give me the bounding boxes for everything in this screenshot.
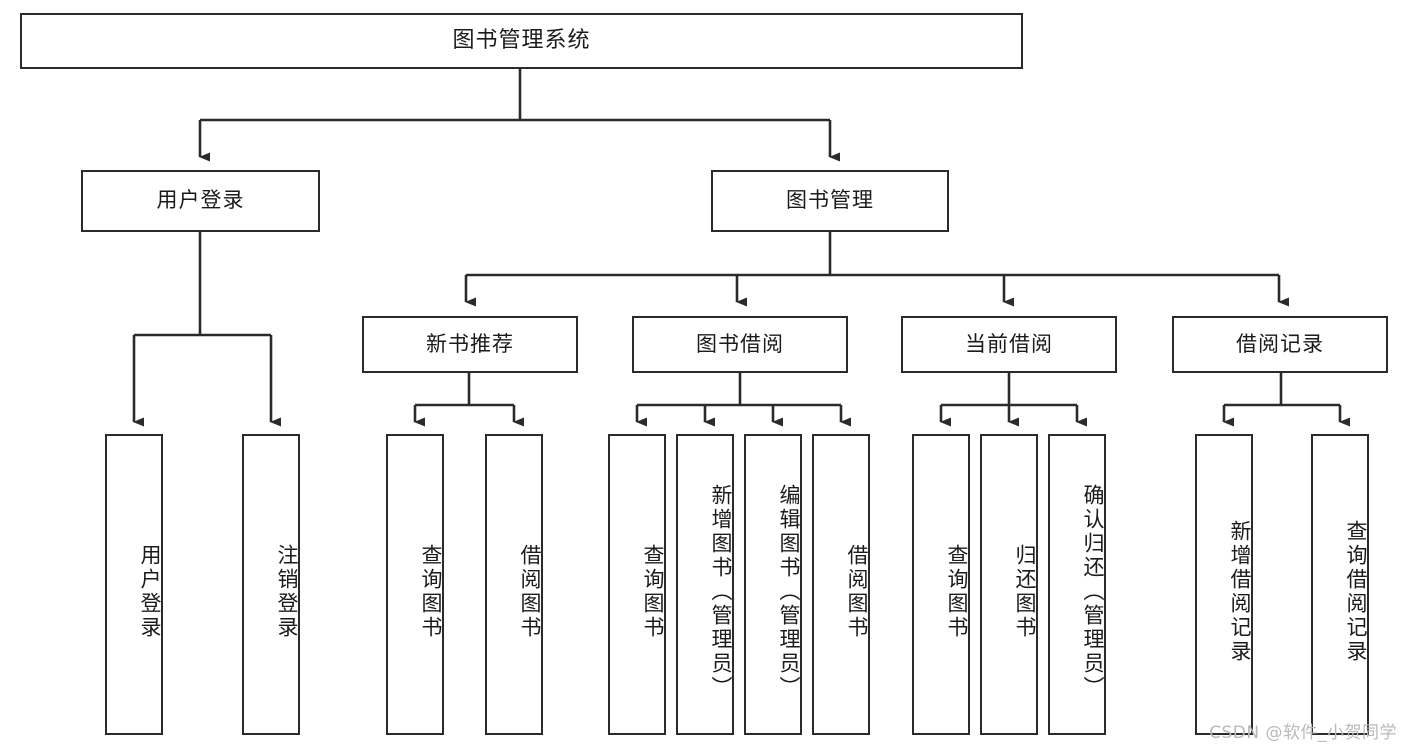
node-leaf-user-login[interactable]: 用户登录 (105, 434, 163, 735)
node-user-login-label: 用户登录 (156, 188, 245, 213)
node-root-label: 图书管理系统 (452, 27, 591, 53)
node-leaf-logout-login-label: 注销登录 (275, 543, 299, 640)
node-current-borrow[interactable]: 当前借阅 (901, 316, 1117, 373)
node-leaf-return-book-label: 归还图书 (1013, 543, 1037, 640)
node-book-borrow[interactable]: 图书借阅 (632, 316, 848, 373)
node-borrow-record-label: 借阅记录 (1236, 331, 1324, 356)
node-leaf-borrow-book-1-label: 借阅图书 (518, 543, 542, 640)
node-leaf-logout-login[interactable]: 注销登录 (242, 434, 300, 735)
node-leaf-edit-book-label: 编辑图书（管理员） (777, 483, 801, 700)
node-leaf-add-book[interactable]: 新增图书（管理员） (676, 434, 734, 735)
node-book-manage[interactable]: 图书管理 (711, 170, 949, 232)
node-leaf-return-book[interactable]: 归还图书 (980, 434, 1038, 735)
node-leaf-add-book-label: 新增图书（管理员） (709, 483, 733, 700)
node-leaf-query-book-2-label: 查询图书 (641, 543, 665, 640)
node-root-system[interactable]: 图书管理系统 (20, 13, 1023, 69)
node-user-login[interactable]: 用户登录 (81, 170, 320, 232)
node-leaf-edit-book[interactable]: 编辑图书（管理员） (744, 434, 802, 735)
node-leaf-query-record[interactable]: 查询借阅记录 (1311, 434, 1369, 735)
node-leaf-query-book-1[interactable]: 查询图书 (386, 434, 444, 735)
node-leaf-confirm-return-label: 确认归还（管理员） (1081, 483, 1105, 700)
node-leaf-query-book-2[interactable]: 查询图书 (608, 434, 666, 735)
node-new-book-recommend[interactable]: 新书推荐 (362, 316, 578, 373)
node-book-borrow-label: 图书借阅 (696, 331, 784, 356)
node-leaf-borrow-book-2-label: 借阅图书 (845, 543, 869, 640)
node-leaf-add-record-label: 新增借阅记录 (1228, 519, 1252, 664)
node-leaf-confirm-return[interactable]: 确认归还（管理员） (1048, 434, 1106, 735)
node-borrow-record[interactable]: 借阅记录 (1172, 316, 1388, 373)
node-leaf-query-book-1-label: 查询图书 (419, 543, 443, 640)
node-book-manage-label: 图书管理 (786, 188, 874, 213)
node-leaf-query-book-3-label: 查询图书 (945, 543, 969, 640)
node-leaf-borrow-book-2[interactable]: 借阅图书 (812, 434, 870, 735)
node-new-book-recommend-label: 新书推荐 (426, 331, 514, 356)
node-leaf-add-record[interactable]: 新增借阅记录 (1195, 434, 1253, 735)
node-leaf-borrow-book-1[interactable]: 借阅图书 (485, 434, 543, 735)
node-leaf-user-login-label: 用户登录 (138, 543, 162, 640)
node-leaf-query-book-3[interactable]: 查询图书 (912, 434, 970, 735)
node-leaf-query-record-label: 查询借阅记录 (1344, 519, 1368, 664)
node-current-borrow-label: 当前借阅 (965, 331, 1053, 356)
